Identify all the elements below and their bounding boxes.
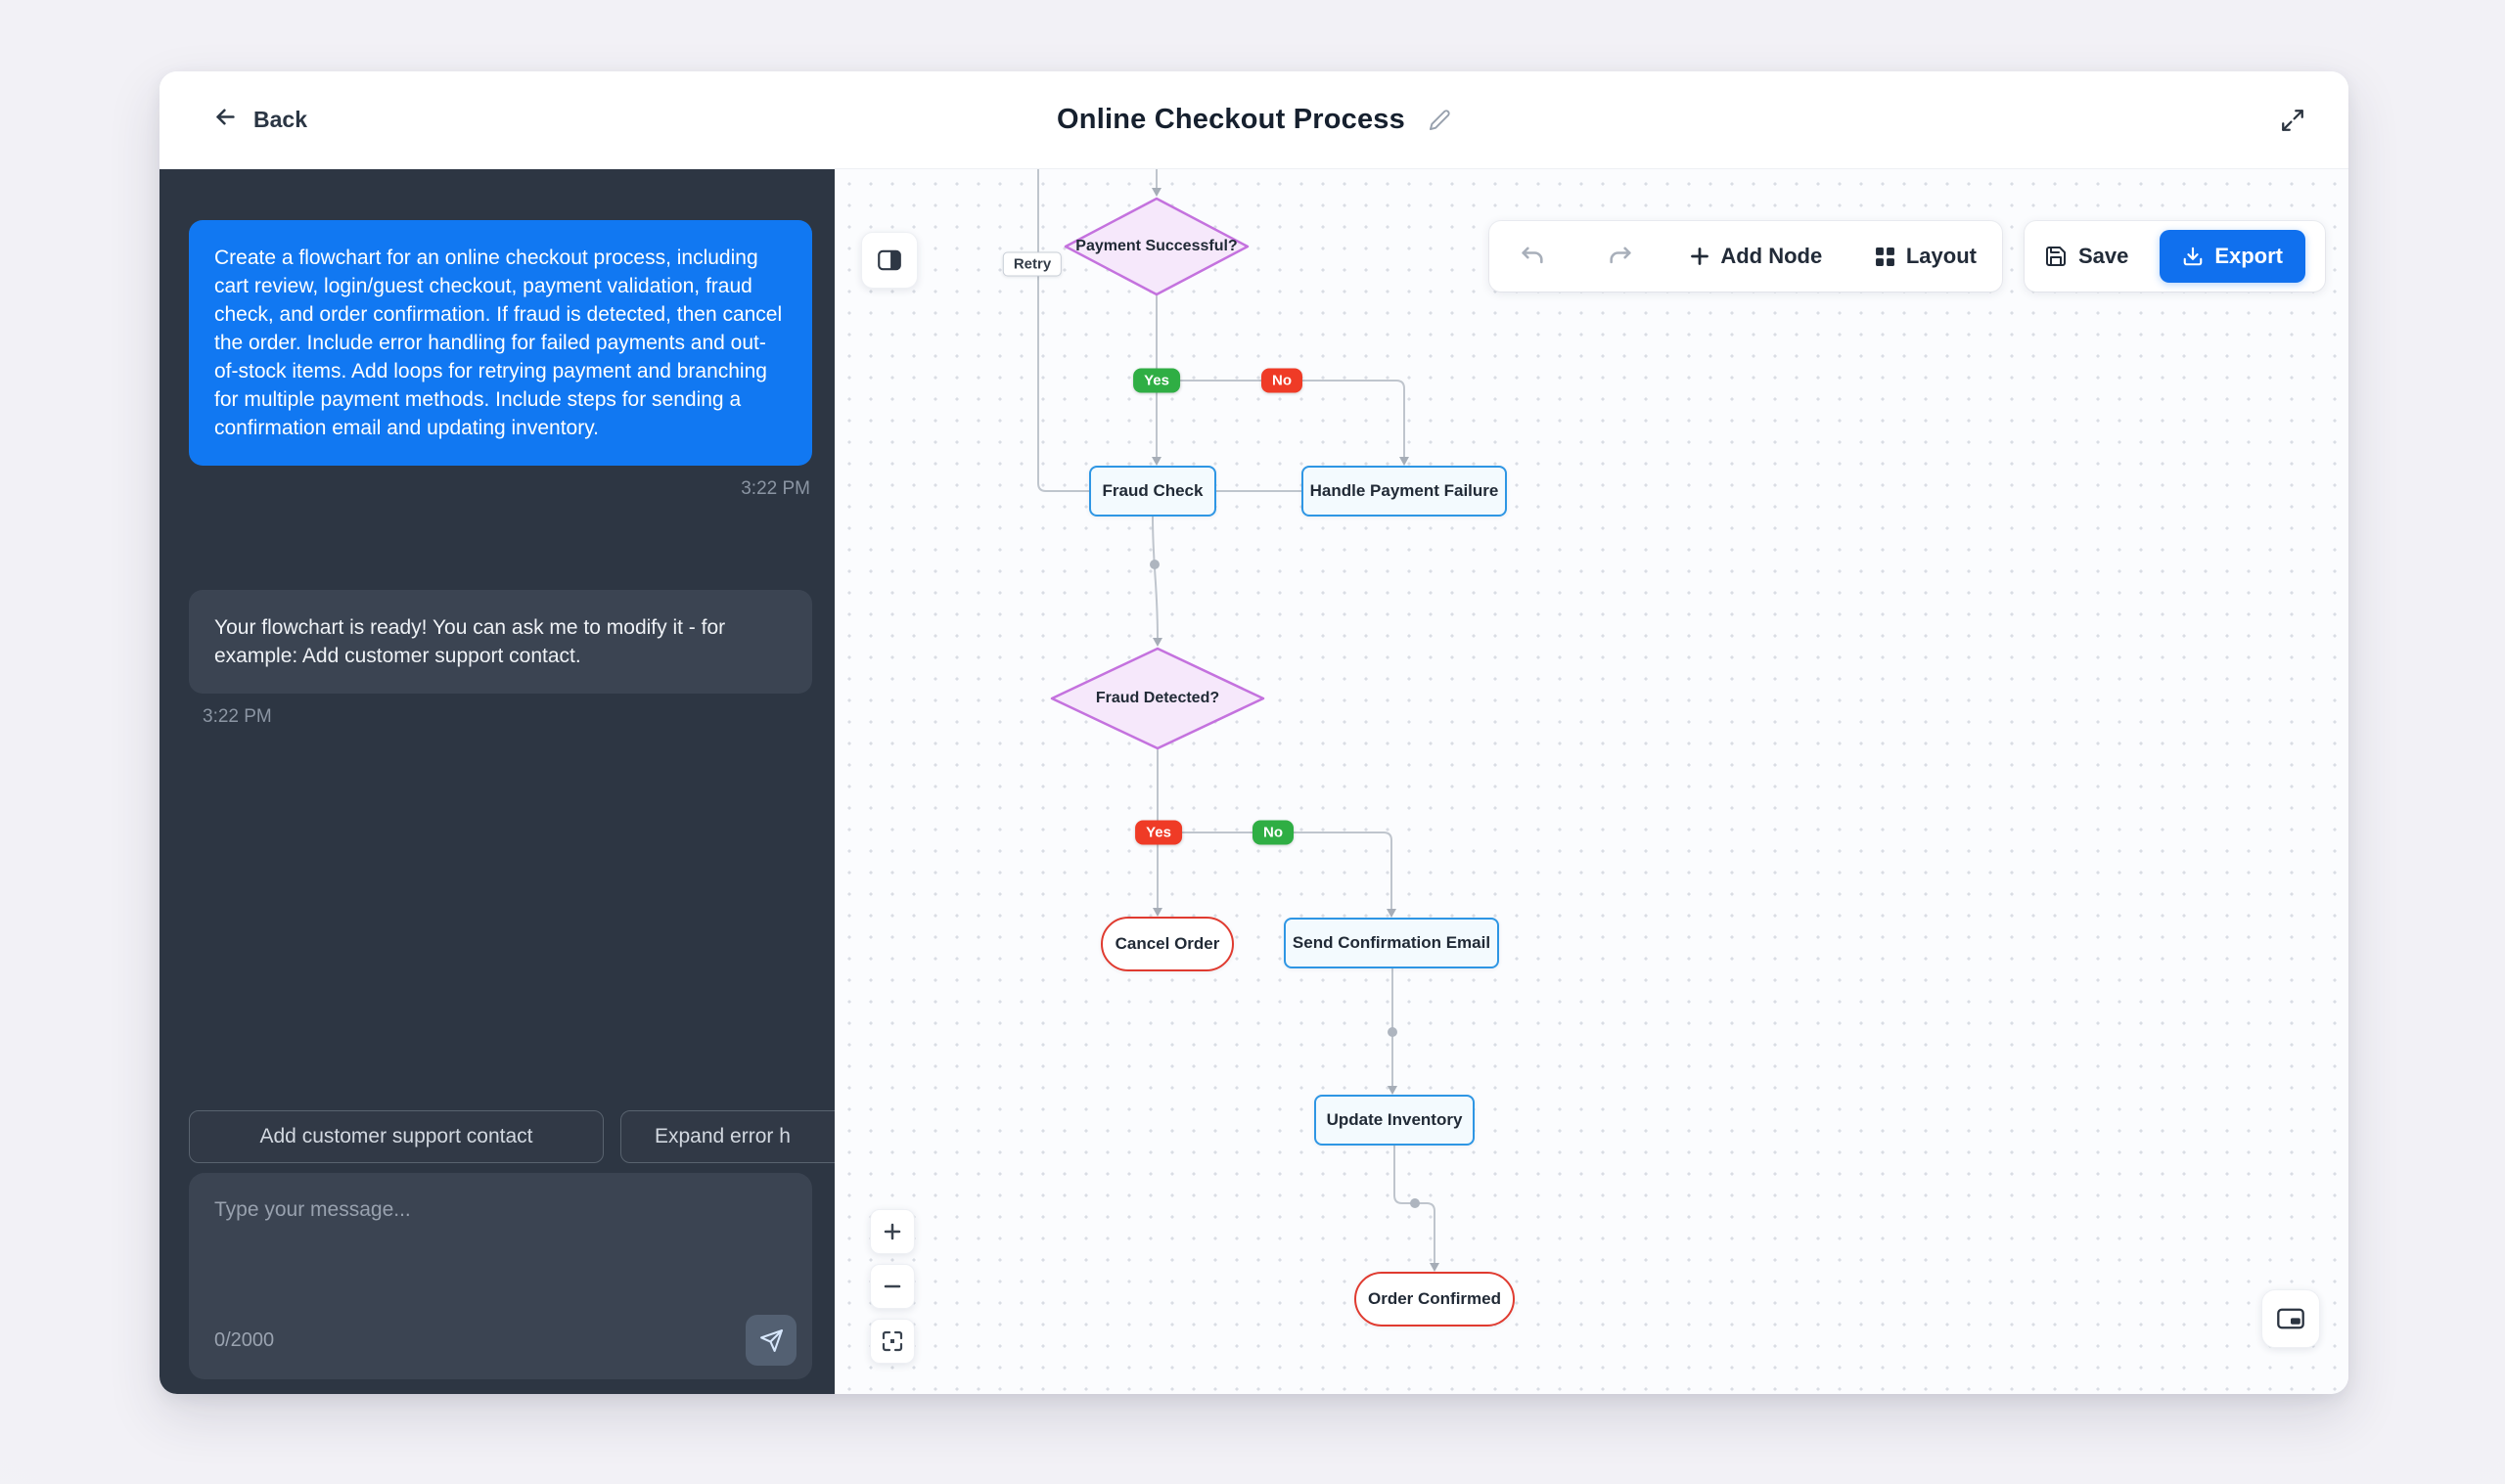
user-message-bubble: Create a flowchart for an online checkou… [189,220,812,466]
zoom-in-button[interactable] [870,1209,915,1254]
minus-icon [884,1284,901,1288]
page-title: Online Checkout Process [1057,104,1405,135]
char-counter: 0/2000 [214,1328,275,1351]
back-label: Back [253,107,307,132]
picture-in-picture-icon [2277,1308,2304,1329]
suggestion-chip-support-contact[interactable]: Add customer support contact [189,1110,604,1163]
redo-button[interactable] [1603,239,1638,274]
export-button[interactable]: Export [2160,230,2305,283]
node-handle-payment-failure[interactable]: Handle Payment Failure [1301,466,1507,517]
edge-label-fraud-no[interactable]: No [1252,820,1294,845]
flowchart-canvas[interactable]: Payment Successful? Fraud Detected? Frau… [835,169,2348,1394]
edge-label-fraud-yes[interactable]: Yes [1135,820,1182,845]
node-label: Send Confirmation Email [1292,933,1491,952]
zoom-out-button[interactable] [870,1264,915,1309]
node-fraud-detected[interactable]: Fraud Detected? [1050,647,1265,750]
back-button[interactable]: Back [212,104,307,136]
node-send-confirmation-email[interactable]: Send Confirmation Email [1284,918,1499,968]
fullscreen-button[interactable] [2280,108,2305,133]
node-order-confirmed[interactable]: Order Confirmed [1354,1272,1515,1327]
edit-title-icon[interactable] [1429,109,1451,131]
assistant-message-text: Your flowchart is ready! You can ask me … [214,616,726,667]
arrowhead [1387,909,1396,918]
download-icon [2182,246,2204,267]
title-wrap: Online Checkout Process [1057,104,1451,136]
flowchart-edges [1037,169,1439,1272]
minimap-toggle-button[interactable] [2261,1289,2320,1348]
assistant-message-bubble: Your flowchart is ready! You can ask me … [189,590,812,694]
edge-waypoint-handle[interactable] [1150,560,1160,569]
composer-row: 0/2000 [214,1315,797,1366]
layout-button[interactable]: Layout [1875,244,1977,269]
node-label: Order Confirmed [1367,1289,1502,1308]
node-label: Cancel Order [1115,934,1220,953]
user-message-time: 3:22 PM [741,478,810,499]
arrowhead [1153,908,1162,917]
app-window: Back Online Checkout Process Create a fl… [159,71,2348,1394]
edge-waypoint-handle[interactable] [1410,1198,1420,1208]
edge-label-retry[interactable]: Retry [1002,251,1063,277]
plus-icon [884,1223,901,1240]
back-arrow-icon [212,104,239,136]
arrowhead [1430,1263,1439,1272]
node-label: Update Inventory [1326,1110,1463,1129]
edge-waypoint-handle[interactable] [1388,1027,1397,1037]
undo-icon [1522,247,1543,264]
sidebar-toggle-button[interactable] [861,232,918,289]
arrowhead [1388,1086,1397,1095]
node-label: Fraud Detected? [1095,690,1220,706]
node-label: Handle Payment Failure [1309,481,1499,500]
node-payment-successful[interactable]: Payment Successful? [1064,197,1250,296]
add-node-button[interactable]: Add Node [1690,244,1822,269]
suggestion-chips: Add customer support contact Expand erro… [189,1110,835,1165]
app-body: Create a flowchart for an online checkou… [159,169,2348,1394]
arrowhead [1153,638,1162,647]
arrowhead [1152,188,1161,197]
edge-label-payment-no[interactable]: No [1261,368,1302,393]
expand-icon [2282,109,2303,131]
redo-icon [1610,247,1631,264]
undo-button[interactable] [1515,239,1550,274]
suggestion-chip-expand-error[interactable]: Expand error h [620,1110,835,1163]
canvas-toolbar: Add Node Layout [1489,221,2002,292]
save-button[interactable]: Save [2044,244,2128,269]
header: Back Online Checkout Process [159,71,2348,169]
fit-view-icon [882,1330,903,1352]
message-input[interactable] [189,1173,812,1300]
node-cancel-order[interactable]: Cancel Order [1101,917,1234,971]
edge-fraudcheck-frauddetected [1152,516,1159,639]
save-label: Save [2078,244,2129,268]
chat-sidebar: Create a flowchart for an online checkou… [159,169,835,1394]
save-export-toolbar: Save Export [2025,221,2325,292]
export-label: Export [2214,244,2283,268]
node-fraud-check[interactable]: Fraud Check [1089,466,1216,517]
panel-icon [878,249,901,271]
plus-icon [1690,247,1709,266]
layout-label: Layout [1905,244,1977,268]
arrowhead [1152,457,1161,466]
fit-view-button[interactable] [870,1319,915,1364]
add-node-label: Add Node [1720,244,1823,268]
layout-grid-icon [1875,247,1895,267]
save-icon [2044,245,2068,268]
node-label: Fraud Check [1102,481,1204,500]
node-label: Payment Successful? [1075,238,1238,254]
send-button[interactable] [746,1315,797,1366]
message-composer: 0/2000 [189,1173,812,1379]
user-message-text: Create a flowchart for an online checkou… [214,247,783,439]
edge-label-payment-yes[interactable]: Yes [1133,368,1180,393]
node-update-inventory[interactable]: Update Inventory [1314,1095,1475,1146]
paper-plane-icon [759,1328,783,1352]
assistant-message-time: 3:22 PM [203,706,272,727]
arrowhead [1399,457,1409,466]
